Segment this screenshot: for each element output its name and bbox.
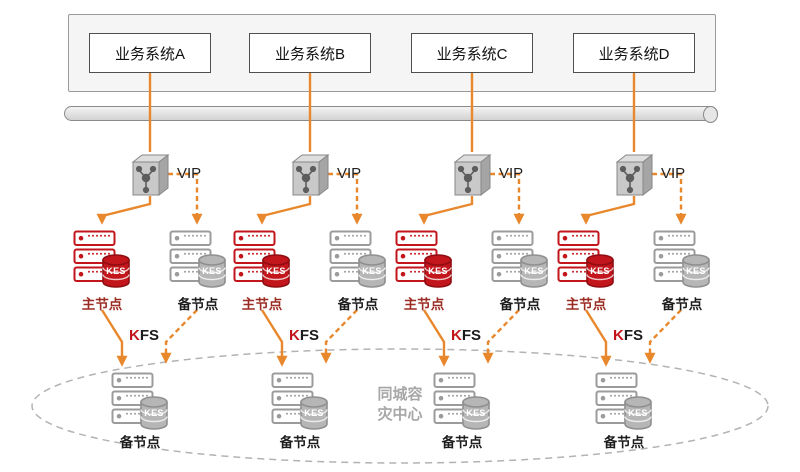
dr-node-label: 备节点 (279, 435, 321, 450)
vip-primary-link (418, 196, 474, 225)
cluster-d-connectors (580, 73, 687, 367)
vip-standby-link (168, 172, 203, 225)
kes-badge: KES (304, 408, 324, 418)
dr-center-caption: 同城容 灾中心 (377, 386, 423, 423)
cluster-c-connectors (418, 73, 525, 367)
kes-badge: KES (202, 266, 222, 276)
dr-node-icon: KES (111, 372, 169, 430)
primary-node-icon: KES (557, 230, 615, 288)
vip-icon (613, 152, 655, 198)
primary-node-label: 主节点 (403, 297, 445, 312)
kfs-k: K (288, 327, 300, 344)
system-box-b: 业务系统B (249, 33, 371, 73)
kfs-k: K (612, 327, 624, 344)
kes-badge: KES (466, 408, 486, 418)
kes-badge: KES (144, 408, 164, 418)
kfs-standby-link (482, 309, 520, 364)
primary-node-label: 主节点 (81, 297, 123, 312)
standby-node-label: 备节点 (661, 297, 703, 312)
cluster-a-connectors (96, 73, 203, 367)
kfs-primary-link (422, 309, 450, 367)
standby-node-label: 备节点 (177, 297, 219, 312)
kes-badge: KES (106, 266, 126, 276)
vip-icon (451, 152, 493, 198)
bus-bar (64, 106, 718, 123)
system-box-d: 业务系统D (573, 33, 695, 73)
primary-node-icon: KES (73, 230, 131, 288)
kfs-fs: FS (623, 327, 643, 344)
kfs-fs: FS (461, 327, 481, 344)
primary-node-label: 主节点 (241, 297, 283, 312)
kfs-standby-link (644, 309, 682, 364)
kfs-label: KFS (116, 327, 172, 344)
vip-label: VIP (337, 165, 362, 182)
vip-icon (129, 152, 171, 198)
kfs-fs: FS (299, 327, 319, 344)
vip-label: VIP (661, 165, 686, 182)
kfs-standby-link (160, 309, 198, 364)
dr-node-label: 备节点 (603, 435, 645, 450)
dr-node-label: 备节点 (441, 435, 483, 450)
kes-badge: KES (362, 266, 382, 276)
kfs-label: KFS (600, 327, 656, 344)
kes-badge: KES (266, 266, 286, 276)
primary-node-icon: KES (233, 230, 291, 288)
standby-node-icon: KES (491, 230, 549, 288)
vip-label: VIP (177, 165, 202, 182)
vip-standby-link (652, 172, 687, 225)
cluster-b-connectors (256, 73, 363, 367)
kfs-k: K (450, 327, 462, 344)
kes-badge: KES (428, 266, 448, 276)
vip-label: VIP (499, 165, 524, 182)
standby-node-icon: KES (653, 230, 711, 288)
standby-node-label: 备节点 (337, 297, 379, 312)
kfs-fs: FS (139, 327, 159, 344)
dr-node-icon: KES (433, 372, 491, 430)
dr-node-icon: KES (271, 372, 329, 430)
standby-node-label: 备节点 (499, 297, 541, 312)
dr-node-label: 备节点 (119, 435, 161, 450)
kfs-label: KFS (438, 327, 494, 344)
kfs-primary-link (584, 309, 612, 367)
primary-node-label: 主节点 (565, 297, 607, 312)
vip-icon (289, 152, 331, 198)
dr-node-icon: KES (595, 372, 653, 430)
system-box-c: 业务系统C (411, 33, 533, 73)
system-box-a: 业务系统A (89, 33, 211, 73)
kfs-label: KFS (276, 327, 332, 344)
standby-node-icon: KES (169, 230, 227, 288)
kfs-standby-link (320, 309, 358, 364)
kes-badge: KES (686, 266, 706, 276)
vip-standby-link (490, 172, 525, 225)
vip-primary-link (580, 196, 636, 225)
kes-badge: KES (524, 266, 544, 276)
primary-node-icon: KES (395, 230, 453, 288)
kfs-primary-link (100, 309, 128, 367)
kfs-primary-link (260, 309, 288, 367)
kes-badge: KES (590, 266, 610, 276)
standby-node-icon: KES (329, 230, 387, 288)
vip-primary-link (256, 196, 312, 225)
kes-badge: KES (628, 408, 648, 418)
vip-standby-link (328, 172, 363, 225)
vip-primary-link (96, 196, 152, 225)
kfs-k: K (128, 327, 140, 344)
dr-zone-ellipse (31, 348, 769, 464)
